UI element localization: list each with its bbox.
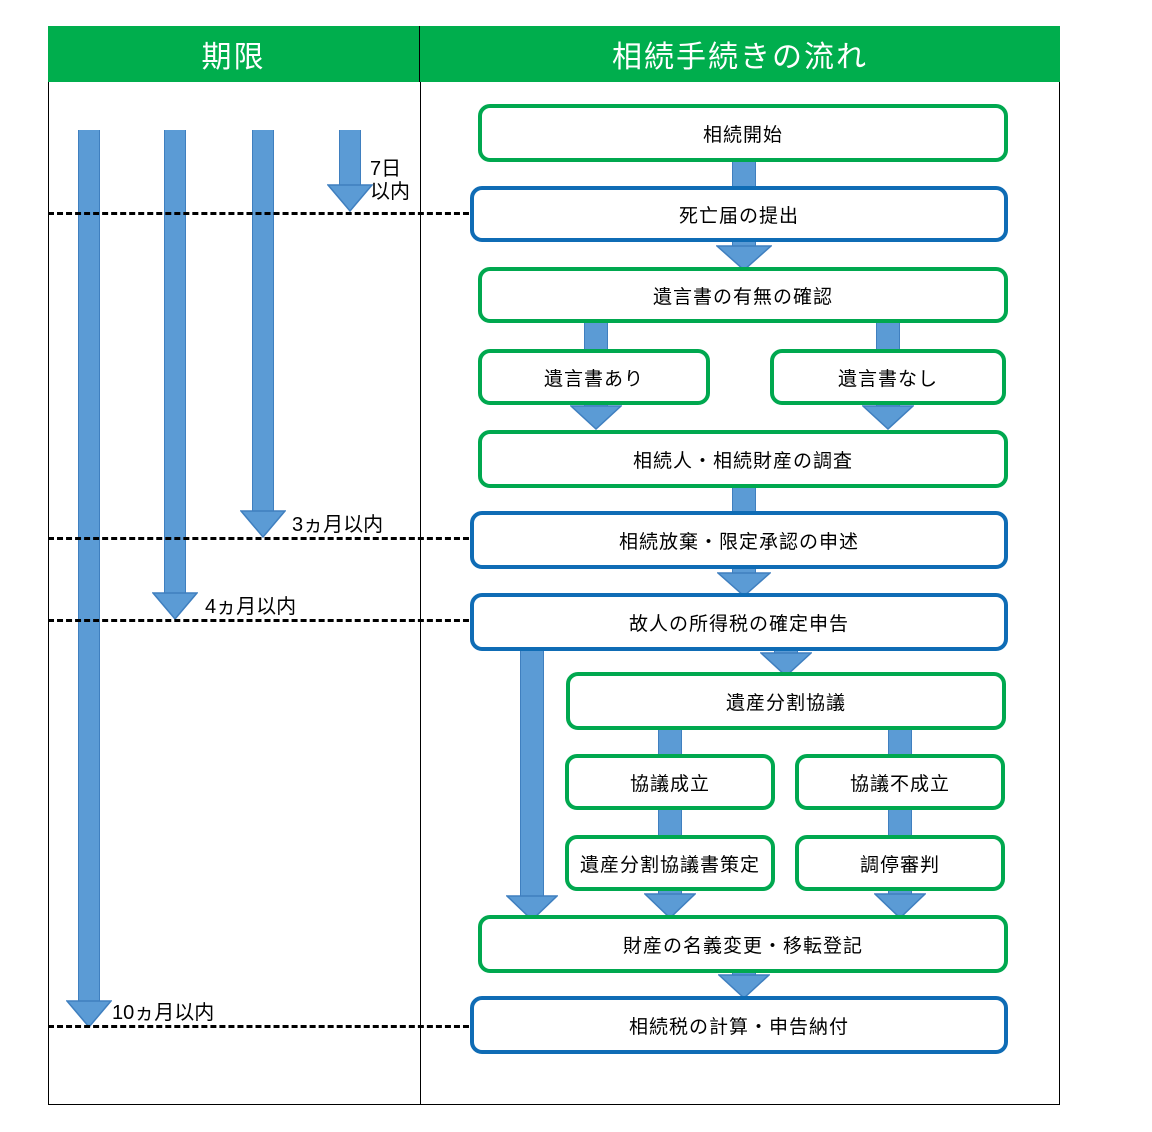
- deadline-label-7days: 7日 以内: [370, 158, 410, 204]
- deadline-label-3months: 3ヵ月以内: [292, 514, 384, 536]
- flow-node-souzokuzei-keisan[interactable]: 相続税の計算・申告納付: [470, 996, 1008, 1054]
- connector-n5-n6-head: [862, 405, 914, 430]
- connector-n9-n11-shaft: [888, 729, 912, 757]
- deadline-arrow-shaft-3months: [252, 130, 274, 520]
- deadline-line-4months: [48, 619, 478, 622]
- connector-n14-n15-head: [718, 974, 770, 999]
- deadline-arrow-shaft-7days: [339, 130, 361, 192]
- column-divider: [420, 26, 421, 1105]
- connector-n14-n15-shaft: [732, 972, 756, 976]
- flow-node-yuigonsho-ari[interactable]: 遺言書あり: [478, 349, 710, 405]
- connector-n1-n2: [732, 162, 756, 190]
- connector-n7-n8-shaft: [732, 568, 756, 574]
- table-header-row: 期限 相続手続きの流れ: [48, 26, 1060, 82]
- deadline-label-10months: 10ヵ月以内: [112, 1002, 215, 1024]
- deadline-label-7days-line2: 以内: [370, 181, 410, 203]
- connector-n2-n3-shaft: [732, 241, 756, 249]
- header-deadline: 期限: [48, 26, 420, 82]
- connector-n12-n14-head: [644, 893, 696, 919]
- connector-n11-n13-shaft: [888, 809, 912, 837]
- connector-n6-n7: [732, 487, 756, 513]
- flow-node-souzoku-houki[interactable]: 相続放棄・限定承認の申述: [470, 511, 1008, 569]
- connector-n10-n12-shaft: [658, 809, 682, 837]
- deadline-arrow-head-10months: [66, 1000, 112, 1028]
- header-flow: 相続手続きの流れ: [420, 26, 1060, 82]
- deadline-arrow-head-7days: [327, 184, 373, 212]
- connector-n3-n4-shaft: [584, 322, 608, 352]
- connector-n12-n14-shaft: [658, 889, 682, 895]
- connector-n3-n5-shaft: [876, 322, 900, 352]
- flow-node-meigi-henkou[interactable]: 財産の名義変更・移転登記: [478, 915, 1008, 973]
- flow-node-kyougisho-sakutei[interactable]: 遺産分割協議書策定: [565, 835, 775, 891]
- deadline-arrow-shaft-10months: [78, 130, 100, 1010]
- connector-n4-n6-head: [570, 405, 622, 430]
- connector-n2-n3-head: [716, 245, 772, 271]
- connector-n8-n9-shaft: [774, 650, 798, 654]
- deadline-arrow-shaft-4months: [164, 130, 186, 602]
- flow-node-choutei-shinpan[interactable]: 調停審判: [795, 835, 1005, 891]
- connector-n13-n14-shaft: [888, 889, 912, 895]
- connector-n4-n6-shaft: [584, 403, 608, 407]
- flow-node-yuigonsho-nashi[interactable]: 遺言書なし: [770, 349, 1006, 405]
- deadline-line-10months: [48, 1025, 478, 1028]
- connector-n8-n14-bypass-head: [506, 895, 558, 921]
- connector-n8-n14-bypass-shaft: [520, 648, 544, 901]
- flow-node-kyougi-seiritsu[interactable]: 協議成立: [565, 754, 775, 810]
- connector-n13-n14-head: [874, 893, 926, 919]
- deadline-label-7days-line1: 7日: [370, 158, 402, 180]
- flow-node-souzokunin-chousa[interactable]: 相続人・相続財産の調査: [478, 430, 1008, 488]
- deadline-line-7days: [48, 212, 478, 215]
- connector-n9-n10-shaft: [658, 729, 682, 757]
- flow-node-kyougi-fuseiritsu[interactable]: 協議不成立: [795, 754, 1005, 810]
- connector-n8-n9-head: [760, 652, 812, 677]
- flow-node-yuigonsho-kakunin[interactable]: 遺言書の有無の確認: [478, 267, 1008, 323]
- deadline-arrow-head-4months: [152, 592, 198, 620]
- flow-node-souzoku-kaishi[interactable]: 相続開始: [478, 104, 1008, 162]
- deadline-line-3months: [48, 537, 478, 540]
- flow-node-kojin-shotokuzei[interactable]: 故人の所得税の確定申告: [470, 593, 1008, 651]
- flow-node-shiboutodoke[interactable]: 死亡届の提出: [470, 186, 1008, 242]
- flow-node-isan-bunkatsu-kyougi[interactable]: 遺産分割協議: [566, 672, 1006, 730]
- deadline-arrow-head-3months: [240, 510, 286, 538]
- deadline-label-4months: 4ヵ月以内: [205, 596, 297, 618]
- connector-n5-n6-shaft: [876, 403, 900, 407]
- connector-n7-n8-head: [717, 572, 771, 597]
